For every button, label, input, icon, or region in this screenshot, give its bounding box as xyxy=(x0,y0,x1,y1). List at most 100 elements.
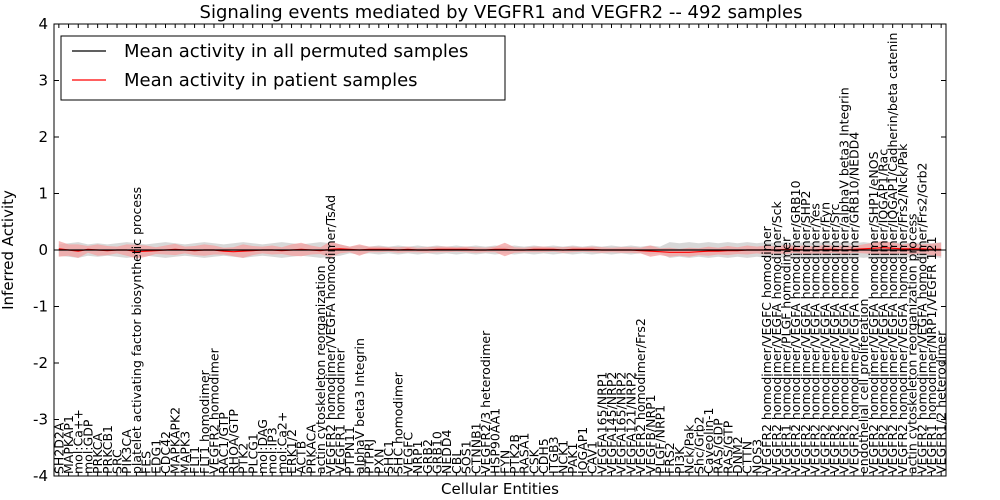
x-tick-label: VEGFR2 homodimer/VEGFA homodimer/Yes xyxy=(808,203,823,474)
x-tick-label: mol:DAG xyxy=(255,419,270,474)
x-tick-label: Caveolin-1 xyxy=(701,408,716,474)
x-tick-label: DNM2 xyxy=(730,436,745,474)
x-tick-label: VEGFA165/NRP2 xyxy=(614,372,629,474)
x-tick-label: VEGFR2 homodimer/Frs2 xyxy=(633,318,648,474)
x-tick-label: VEGFB/NRP1 xyxy=(643,394,658,474)
x-tick-label: mol:Ca++ xyxy=(71,409,86,474)
x-tick-label: CAV1 xyxy=(585,441,600,474)
x-tick-label: RAC1/GTP xyxy=(216,412,231,474)
x-tick-label: VEGFA121/NRP2 xyxy=(623,372,638,474)
legend: Mean activity in all permuted samples Me… xyxy=(60,35,506,101)
legend-label-permuted: Mean activity in all permuted samples xyxy=(124,41,468,62)
x-tick-label: CDH5 xyxy=(536,438,551,474)
x-tick-label: VEGFC xyxy=(400,432,415,474)
x-tick-label: HSP90AA1 xyxy=(488,408,503,474)
y-tick-label: 4 xyxy=(38,15,48,33)
x-tick-label: VEGFR2 homodimer/VEGFA homodimer/TsAd xyxy=(323,195,338,474)
x-tick-label: NEDD4 xyxy=(439,430,454,474)
x-tick-label: CSK xyxy=(526,448,541,474)
legend-label-patient: Mean activity in patient samples xyxy=(124,70,418,91)
y-tick-label: -1 xyxy=(33,298,48,316)
x-tick-label: VEGFR2 homodimer xyxy=(207,347,222,474)
y-tick-label: 3 xyxy=(38,72,48,90)
legend-box xyxy=(60,35,506,101)
x-tick-label: VEGFR2 homodimer/VEGFA homodimer/Fyn xyxy=(817,202,832,474)
x-tick-label: VEGFA165/NRP1 xyxy=(594,372,609,474)
x-tick-label: PI3K xyxy=(672,446,687,474)
x-tick-label: SOS1 xyxy=(459,440,474,474)
x-tick-label: CDC42 xyxy=(158,431,173,474)
x-tick-label: SHC homodimer xyxy=(391,371,406,474)
y-tick-label: 1 xyxy=(38,185,48,203)
x-tick-label: VEGFR2 homodimer/VEGFA homodimer/GRB10/N… xyxy=(846,132,861,474)
x-tick-label: PTPN11 xyxy=(342,426,357,474)
y-tick-label: -2 xyxy=(33,354,48,372)
x-tick-label: ERK1/2 xyxy=(284,429,299,474)
x-tick-label: FLT1 homodimer xyxy=(197,369,212,474)
x-tick-label: VEGFR2 homodimer/VEGFA homodimer/SHP1/eN… xyxy=(866,151,881,474)
x-tick-label: Shc/Grb2 xyxy=(691,416,706,474)
x-tick-label: PRKACA xyxy=(303,424,318,474)
x-tick-label: ACTB xyxy=(294,441,309,474)
x-tick-label: RASA1 xyxy=(517,433,532,474)
x-tick-label: VEGFR2 homodimer/VEGFA homodimer/alphaV … xyxy=(837,87,852,474)
x-tick-label: PRKCA xyxy=(90,433,105,474)
x-tick-label: VEGFR2 homodimer/VEGFA homodimer/IQGAP1/… xyxy=(885,33,900,474)
x-tick-label: PTPRJ xyxy=(362,439,377,474)
chart-title: Signaling events mediated by VEGFR1 and … xyxy=(200,2,803,23)
y-tick-label: -3 xyxy=(33,411,48,429)
x-tick-label: CBL xyxy=(449,450,464,474)
x-tick-label: VEGFR2 homodimer/VEGFA homodimer/Sck xyxy=(769,201,784,474)
x-tick-label: actin cytoskeleton reorganization proces… xyxy=(905,213,920,474)
x-tick-label: VEGFR2 homodimer/VEGFA homodimer/Frs2/Nc… xyxy=(895,143,910,474)
x-tick-label: RAS/GTP xyxy=(720,420,735,474)
x-tick-label: NOS3 xyxy=(749,439,764,474)
x-tick-label: endothelial cell proliferation xyxy=(856,299,871,474)
x-tick-label: FYN xyxy=(497,450,512,474)
x-tick-label: VEGFR1 homodimer/NRP1/VEGFR 121 xyxy=(924,236,939,474)
x-tick-label: VEGFR1 homodimer xyxy=(333,347,348,474)
x-axis-label: Cellular Entities xyxy=(441,480,559,498)
y-axis-label: Inferred Activity xyxy=(0,190,17,310)
x-tick-label: FLT1 xyxy=(187,446,202,474)
x-tick-label: IQGAP1 xyxy=(575,427,590,474)
x-tick-label: Nck/Pak xyxy=(682,424,697,474)
x-tick-label: VEGFR2 homodimer/VEGFC homodimer xyxy=(759,225,774,474)
x-tick-label: RAS/GDP xyxy=(711,418,726,474)
x-tick-label: MAPKAP1 xyxy=(61,415,76,474)
x-tick-label: VEGFR2 homodimer/VEGFA homodimer/Src xyxy=(827,204,842,474)
x-tick-label: VEGFR2 homodimer/VEGFA homodimer/IQGAP1/… xyxy=(876,149,891,474)
x-tick-label: platelet activating factor biosynthetic … xyxy=(129,187,144,474)
x-tick-label: FRS2 xyxy=(662,442,677,474)
x-tick-label: PAK1 xyxy=(565,443,580,474)
x-tick-label: SHC1 xyxy=(381,440,396,474)
y-tick-label: 0 xyxy=(38,241,48,259)
x-tick-label: SH2D2A xyxy=(51,422,66,474)
x-tick-label: PLCG1 xyxy=(245,433,260,474)
x-tick-label: VEGFR1 homodimer/PLGF homodimer xyxy=(779,236,794,474)
x-tick-label: VEGFR2 homodimer/VEGFA homodimer/SHP2 xyxy=(798,190,813,474)
x-tick-label: PLGF/NRP1 xyxy=(653,405,668,474)
y-tick-label: 2 xyxy=(38,128,48,146)
x-tick-label: PTK2B xyxy=(507,434,522,474)
x-tick-label: ITGB3 xyxy=(546,436,561,474)
x-tick-label: mol:IP3 xyxy=(265,427,280,474)
x-tick-label: RHOA/GTP xyxy=(226,409,241,474)
x-tick-label: PXN xyxy=(371,449,386,474)
x-tick-label: VEGFR2 homodimer/VEGFA homodimer/Frs2/Gr… xyxy=(914,163,929,475)
x-tick-label: VEGFR1/2 heterodimer xyxy=(934,330,949,474)
y-tick-label: -4 xyxy=(33,467,48,485)
x-tick-label: VEGFR2/3 heterodimer xyxy=(478,330,493,474)
x-tick-label: SRC xyxy=(110,449,125,474)
x-tick-label: GRB10 xyxy=(430,431,445,474)
x-tick-label: VEGFA145/NRP2 xyxy=(604,372,619,474)
x-tick-label: PIK3CA xyxy=(119,429,134,474)
x-tick-label: MAPK3 xyxy=(177,431,192,474)
x-tick-label: FES xyxy=(139,451,154,474)
x-tick-label: NRP1 xyxy=(410,440,425,474)
x-tick-label: alphaV beta3 Integrin xyxy=(352,338,367,474)
x-tick-label: mol:GDP xyxy=(80,419,95,474)
x-tick-label: mol:Ca2+ xyxy=(274,412,289,474)
x-tick-label: PRKCB1 xyxy=(100,425,115,474)
